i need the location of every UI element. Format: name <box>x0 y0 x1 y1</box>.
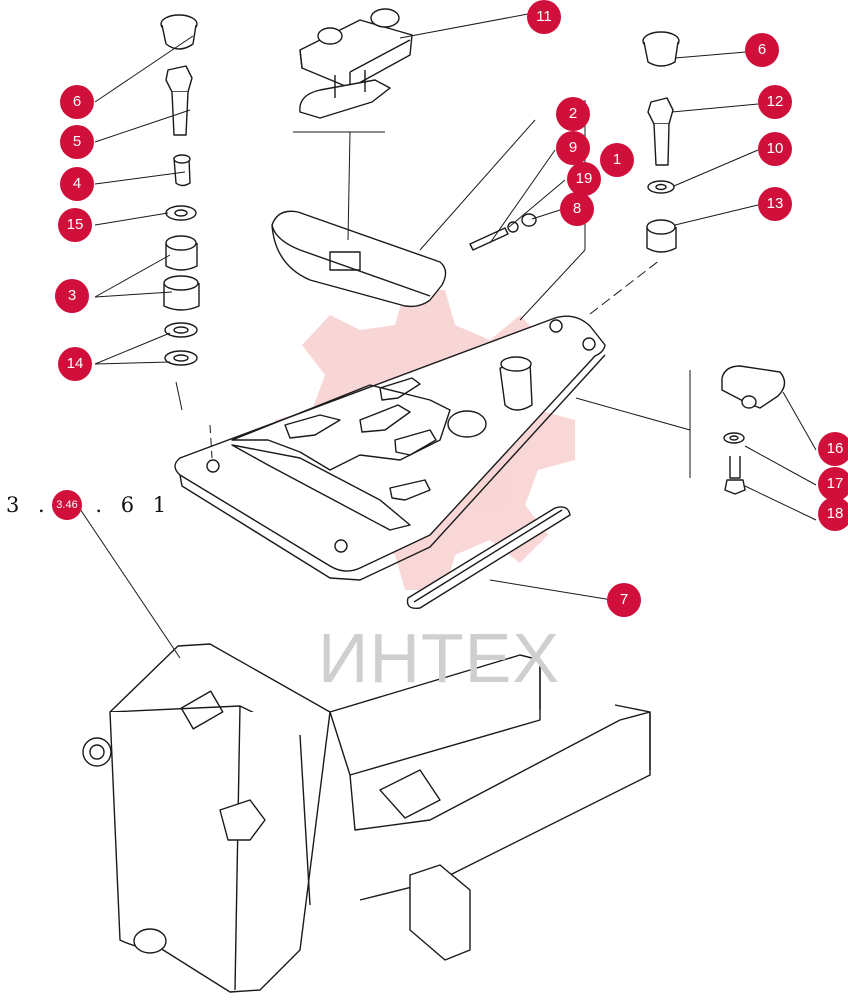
callout-12[interactable]: 12 <box>758 85 792 119</box>
callout-14[interactable]: 14 <box>58 347 92 381</box>
callout-9[interactable]: 9 <box>556 131 590 165</box>
callout-4[interactable]: 4 <box>60 167 94 201</box>
callout-11[interactable]: 11 <box>527 0 561 34</box>
drawing-reference-label: 3 . 3 . 6 1 <box>6 493 173 517</box>
callout-15[interactable]: 15 <box>58 208 92 242</box>
callout-6-right[interactable]: 6 <box>745 33 779 67</box>
rod <box>406 506 571 609</box>
callout-1[interactable]: 1 <box>600 143 634 177</box>
callout-6-left[interactable]: 6 <box>60 85 94 119</box>
callout-18[interactable]: 18 <box>818 497 848 531</box>
callout-3[interactable]: 3 <box>55 279 89 313</box>
callout-16[interactable]: 16 <box>818 432 848 466</box>
top-bracket <box>299 19 413 89</box>
callout-2[interactable]: 2 <box>556 97 590 131</box>
callout-13[interactable]: 13 <box>758 187 792 221</box>
callout-3-46[interactable]: 3.46 <box>52 490 82 520</box>
seat-plate <box>271 210 447 308</box>
callout-17[interactable]: 17 <box>818 467 848 501</box>
callout-7[interactable]: 7 <box>607 583 641 617</box>
callout-8[interactable]: 8 <box>560 192 594 226</box>
base-plate <box>174 315 606 572</box>
callout-10[interactable]: 10 <box>758 132 792 166</box>
callout-5[interactable]: 5 <box>60 125 94 159</box>
callout-19[interactable]: 19 <box>567 162 601 196</box>
watermark-text: ИНТЕХ <box>318 619 561 697</box>
